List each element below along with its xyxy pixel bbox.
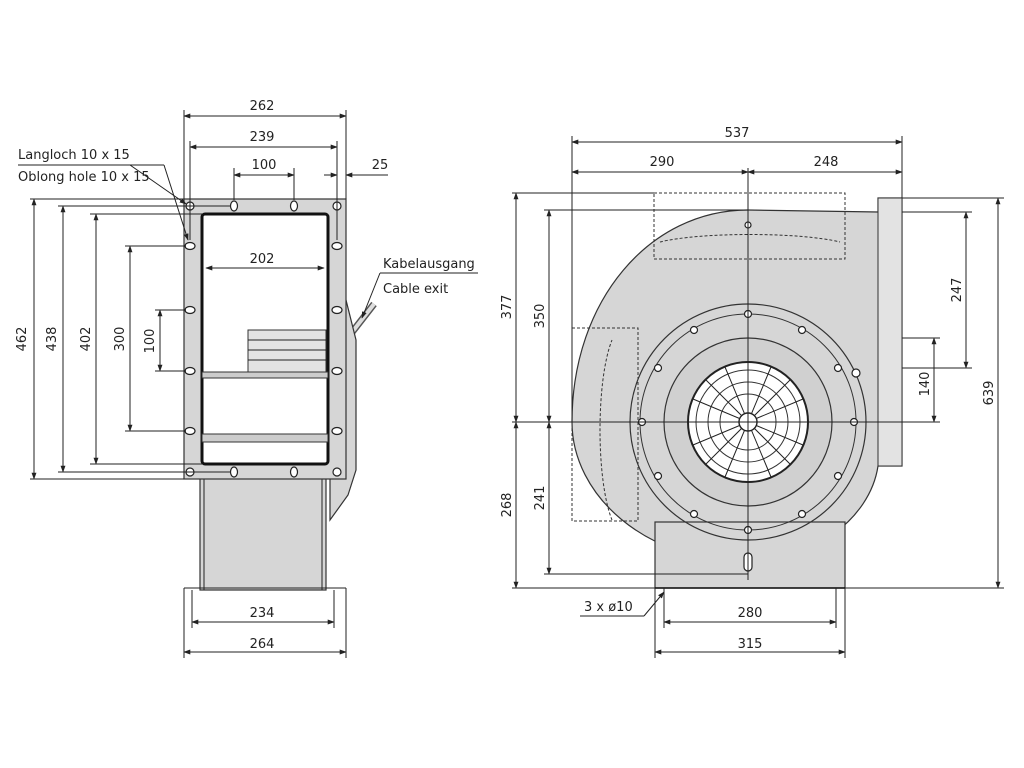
feet-holes-label: 3 x ø10 [584, 600, 633, 615]
dim-25: 25 [372, 158, 389, 173]
dim-262: 262 [250, 99, 275, 114]
dim-290: 290 [650, 155, 675, 170]
dim-402: 402 [79, 327, 94, 352]
dim-234: 234 [250, 606, 275, 621]
discharge-flange [877, 197, 903, 467]
slot-label-de: Langloch 10 x 15 [18, 148, 130, 163]
slot-label-en: Oblong hole 10 x 15 [18, 170, 150, 185]
front-view: 537 290 248 280 315 377 350 268 241 639 … [500, 126, 1004, 658]
dim-248: 248 [814, 155, 839, 170]
dim-280: 280 [738, 606, 763, 621]
side-view: 262 239 100 25 202 234 264 462 438 402 3… [15, 99, 478, 658]
dashed-top-frame [653, 192, 846, 260]
cable-label-en: Cable exit [383, 282, 448, 297]
cable-label-de: Kabelausgang [383, 257, 475, 272]
bolt-holes [637, 221, 861, 572]
dim-241: 241 [533, 486, 548, 511]
motor-block [247, 329, 327, 373]
dim-315: 315 [738, 637, 763, 652]
flange-holes [184, 200, 343, 478]
dim-300: 300 [113, 327, 128, 352]
dim-350: 350 [533, 304, 548, 329]
dim-537: 537 [725, 126, 750, 141]
dim-377: 377 [500, 295, 515, 320]
outlet-duct [199, 477, 327, 591]
dim-100-side: 100 [143, 329, 158, 354]
dim-140: 140 [918, 372, 933, 397]
dim-100-top: 100 [252, 158, 277, 173]
dim-462: 462 [15, 327, 30, 352]
dim-264: 264 [250, 637, 275, 652]
dim-202: 202 [250, 252, 275, 267]
dim-239: 239 [250, 130, 275, 145]
dim-639: 639 [982, 381, 997, 406]
dim-268: 268 [500, 493, 515, 518]
dim-438: 438 [45, 327, 60, 352]
dashed-left-frame [571, 327, 639, 522]
dim-247: 247 [950, 278, 965, 303]
